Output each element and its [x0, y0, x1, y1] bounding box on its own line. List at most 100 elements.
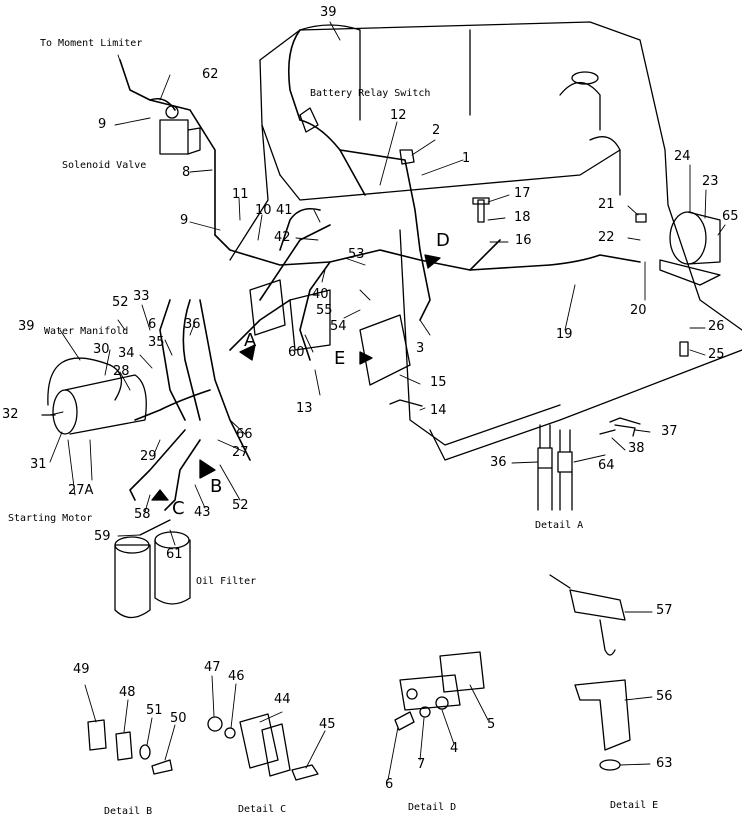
part-label-41: 41: [276, 203, 293, 218]
part-label-64: 64: [598, 458, 615, 473]
part-label-47: 47: [204, 660, 221, 675]
part-label-49: 49: [73, 662, 90, 677]
part-label-1: 1: [462, 151, 471, 166]
part-label-46: 46: [228, 669, 245, 684]
caption-detail-c: Detail C: [238, 804, 287, 815]
part-label-43: 43: [194, 505, 211, 520]
oil-filter: [114, 519, 191, 619]
part-label-6b: 6: [385, 777, 394, 792]
part-label-20: 20: [630, 303, 647, 318]
part-label-55: 55: [316, 303, 333, 318]
part-label-33: 33: [133, 289, 150, 304]
part-label-27a: 27A: [68, 483, 94, 498]
battery-relay-switch: [299, 107, 415, 165]
detail-letter-a: A: [244, 330, 257, 351]
part-label-52b: 52: [232, 498, 249, 513]
starting-motor: [41, 357, 147, 435]
detail-e-drawing: [549, 574, 631, 771]
part-label-9: 9: [98, 117, 107, 132]
detail-letter-d: D: [436, 230, 450, 251]
caption-battery-relay: Battery Relay Switch: [310, 88, 431, 99]
caption-detail-d: Detail D: [408, 802, 457, 813]
part-label-4: 4: [450, 741, 459, 756]
detail-letter-c: C: [172, 498, 185, 519]
part-label-21: 21: [598, 197, 615, 212]
part-label-8: 8: [182, 165, 191, 180]
part-label-60: 60: [288, 345, 305, 360]
part-label-22: 22: [598, 230, 615, 245]
part-label-5: 5: [487, 717, 496, 732]
caption-detail-b: Detail B: [104, 806, 153, 817]
part-label-51: 51: [146, 703, 163, 718]
part-label-3: 3: [416, 341, 425, 356]
part-label-19: 19: [556, 327, 573, 342]
part-label-62: 62: [202, 67, 219, 82]
part-label-29: 29: [140, 449, 157, 464]
part-label-26: 26: [708, 319, 725, 334]
part-label-18: 18: [514, 210, 531, 225]
caption-moment-limiter: To Moment Limiter: [40, 38, 143, 49]
caption-starting-motor: Starting Motor: [8, 513, 93, 524]
bolts: [389, 197, 689, 425]
part-label-9b: 9: [180, 213, 189, 228]
solenoid-valve: [159, 105, 201, 155]
part-label-10: 10: [255, 203, 272, 218]
part-label-63: 63: [656, 756, 673, 771]
detail-a-drawing: [537, 424, 636, 511]
part-label-27: 27: [232, 445, 249, 460]
leader-lines: [49, 21, 726, 781]
detail-d-drawing: [394, 651, 485, 731]
part-label-36: 36: [184, 317, 201, 332]
part-label-39b: 39: [18, 319, 35, 334]
part-label-30: 30: [93, 342, 110, 357]
part-label-17: 17: [514, 186, 531, 201]
part-label-7: 7: [417, 757, 426, 772]
part-label-52: 52: [112, 295, 129, 310]
caption-detail-a: Detail A: [535, 520, 584, 531]
part-label-16: 16: [515, 233, 532, 248]
wire-harness: [119, 29, 641, 511]
detail-letter-e: E: [334, 348, 346, 369]
part-label-31: 31: [30, 457, 47, 472]
part-label-40: 40: [312, 287, 329, 302]
part-label-35: 35: [148, 335, 165, 350]
detail-arrows: [151, 254, 441, 501]
part-label-25: 25: [708, 347, 725, 362]
part-label-45: 45: [319, 717, 336, 732]
part-label-66: 66: [236, 427, 253, 442]
part-label-37: 37: [661, 424, 678, 439]
part-label-44: 44: [274, 692, 291, 707]
part-label-24: 24: [674, 149, 691, 164]
part-label-56: 56: [656, 689, 673, 704]
part-label-39: 39: [320, 5, 337, 20]
relay-block: [249, 279, 411, 386]
caption-oil-filter: Oil Filter: [196, 576, 257, 587]
part-label-48: 48: [119, 685, 136, 700]
part-label-53: 53: [348, 247, 365, 262]
caption-water-manifold: Water Manifold: [44, 326, 129, 337]
part-label-2: 2: [432, 123, 441, 138]
part-label-28: 28: [113, 364, 130, 379]
part-label-36b: 36: [490, 455, 507, 470]
part-label-13: 13: [296, 401, 313, 416]
detail-b-drawing: [87, 719, 173, 775]
part-label-57: 57: [656, 603, 673, 618]
part-label-50: 50: [170, 711, 187, 726]
part-label-11: 11: [232, 187, 249, 202]
part-label-54: 54: [330, 319, 347, 334]
detail-c-drawing: [207, 713, 319, 781]
part-label-32: 32: [2, 407, 19, 422]
engine-block-outline: [229, 21, 742, 461]
part-label-14: 14: [430, 403, 447, 418]
horn-assembly: [659, 211, 721, 286]
part-label-42: 42: [274, 230, 291, 245]
caption-solenoid-valve: Solenoid Valve: [62, 160, 147, 171]
part-label-58: 58: [134, 507, 151, 522]
detail-letter-b: B: [210, 476, 223, 497]
part-label-38: 38: [628, 441, 645, 456]
part-label-34: 34: [118, 346, 135, 361]
part-label-6: 6: [148, 317, 157, 332]
caption-detail-e: Detail E: [610, 800, 659, 811]
part-label-61: 61: [166, 547, 183, 562]
